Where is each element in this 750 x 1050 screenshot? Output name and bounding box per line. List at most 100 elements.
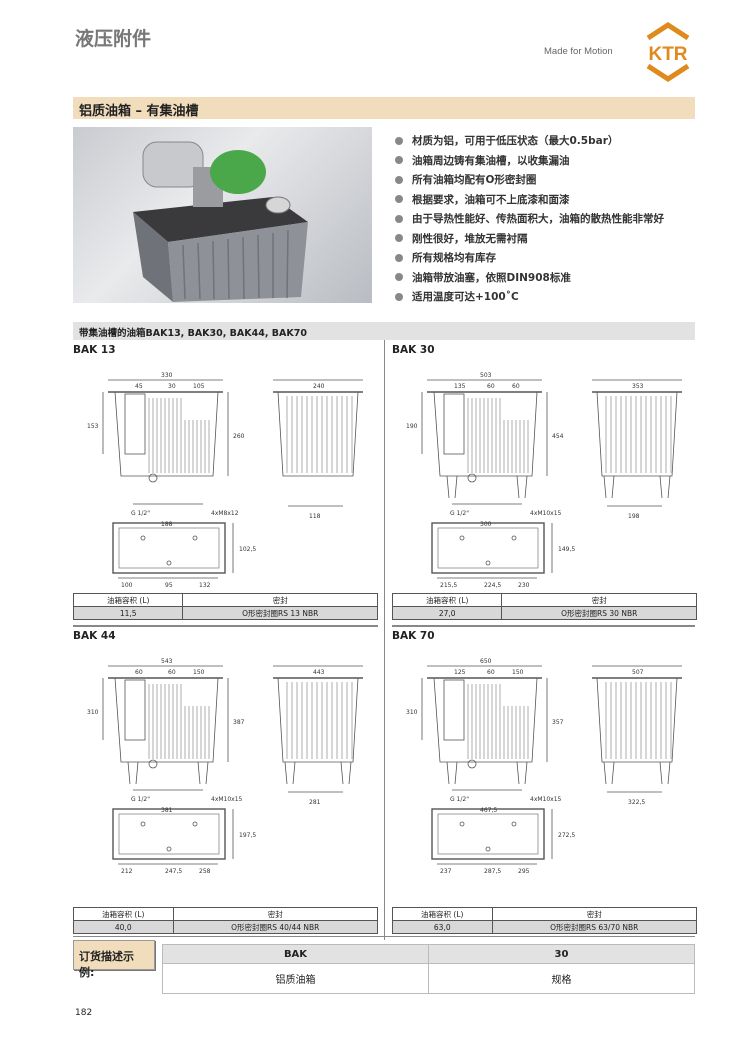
dimension-label: 60 — [512, 383, 520, 390]
tagline: Made for Motion — [544, 46, 613, 57]
bullet-icon — [395, 136, 403, 145]
dimension-label: 650 — [480, 658, 492, 665]
ktr-logo: KTR — [646, 22, 690, 82]
dimension-label: 381 — [161, 807, 173, 814]
feature-item: 材质为铝，可用于低压状态（最大0.5bar） — [395, 131, 695, 151]
dimension-label: 310 — [406, 709, 418, 716]
dimension-label: 198 — [628, 513, 640, 520]
feature-item: 所有规格均有库存 — [395, 248, 695, 268]
order-example-label: 订货描述示例: — [73, 940, 155, 979]
feature-item: 油箱带放油塞，依照DIN908标准 — [395, 268, 695, 288]
dimension-label: 4xM10x15 — [530, 510, 562, 517]
dimension-label: 230 — [518, 582, 530, 589]
dimension-label: 287,5 — [484, 868, 501, 875]
dimension-label: 149,5 — [558, 546, 575, 553]
dimension-label: 330 — [161, 372, 173, 379]
volume-header: 油箱容积 (L) — [391, 593, 503, 607]
bullet-icon — [395, 175, 403, 184]
seal-value: O形密封圈RS 40/44 NBR — [172, 920, 378, 934]
dimension-label: 197,5 — [239, 832, 256, 839]
seal-header: 密封 — [182, 593, 378, 607]
dimension-label: 60 — [487, 383, 495, 390]
feature-item: 所有油箱均配有O形密封圈 — [395, 170, 695, 190]
volume-value: 11,5 — [72, 606, 184, 620]
page-title: 液压附件 — [75, 28, 152, 50]
feature-text: 所有油箱均配有O形密封圈 — [412, 174, 537, 187]
bullet-icon — [395, 156, 403, 165]
dimension-label: 357 — [552, 719, 564, 726]
dimension-label: 135 — [454, 383, 466, 390]
order-desc-type: 铝质油箱 — [162, 963, 429, 994]
dimension-label: 125 — [454, 669, 466, 676]
bullet-icon — [395, 253, 403, 262]
bullet-icon — [395, 292, 403, 301]
page-number: 182 — [75, 1008, 93, 1018]
dimension-label: 102,5 — [239, 546, 256, 553]
order-desc-size: 规格 — [428, 963, 695, 994]
model-label: BAK 30 — [392, 344, 435, 356]
drawings-title: 带集油槽的油箱BAK13, BAK30, BAK44, BAK70 — [73, 322, 695, 340]
divider — [73, 625, 378, 627]
section-title: 铝质油箱 – 有集油槽 — [73, 97, 695, 119]
seal-header: 密封 — [491, 907, 697, 921]
dimension-label: 237 — [440, 868, 452, 875]
seal-value: O形密封圈RS 30 NBR — [501, 606, 697, 620]
feature-item: 适用温度可达+100˚C — [395, 287, 695, 307]
dimension-label: 258 — [199, 868, 211, 875]
dimension-label: 30 — [168, 383, 176, 390]
seal-value: O形密封圈RS 13 NBR — [182, 606, 378, 620]
dimension-label: 353 — [632, 383, 644, 390]
feature-text: 油箱周边铸有集油槽，以收集漏油 — [412, 154, 570, 167]
dimension-label: 118 — [309, 513, 321, 520]
dimension-label: 215,5 — [440, 582, 457, 589]
volume-header: 油箱容积 (L) — [72, 593, 184, 607]
dimension-label: 60 — [168, 669, 176, 676]
svg-text:KTR: KTR — [648, 44, 687, 65]
feature-text: 根据要求，油箱可不上底漆和面漆 — [412, 193, 570, 206]
dimension-label: G 1/2" — [131, 510, 150, 517]
dimension-label: 387 — [233, 719, 245, 726]
dimension-label: 105 — [193, 383, 205, 390]
feature-text: 材质为铝，可用于低压状态（最大0.5bar） — [412, 135, 619, 148]
column-divider — [384, 340, 385, 940]
dimension-label: 467,5 — [480, 807, 497, 814]
dimension-label: 272,5 — [558, 832, 575, 839]
feature-text: 油箱带放油塞，依照DIN908标准 — [412, 271, 571, 284]
divider — [73, 936, 695, 937]
dimension-label: 310 — [87, 709, 99, 716]
feature-text: 由于导热性能好、传热面积大，油箱的散热性能非常好 — [412, 213, 664, 226]
dimension-label: 212 — [121, 868, 133, 875]
bullet-icon — [395, 234, 403, 243]
feature-text: 所有规格均有库存 — [412, 252, 496, 265]
volume-header: 油箱容积 (L) — [73, 907, 174, 921]
dimension-label: 260 — [233, 433, 245, 440]
bullet-icon — [395, 195, 403, 204]
dimension-label: 4xM10x15 — [530, 796, 562, 803]
seal-header: 密封 — [501, 593, 697, 607]
dimension-label: 224,5 — [484, 582, 501, 589]
dimension-label: 4xM10x15 — [211, 796, 243, 803]
model-label: BAK 70 — [392, 630, 435, 642]
dimension-label: 247,5 — [165, 868, 182, 875]
dimension-label: 443 — [313, 669, 325, 676]
volume-header: 油箱容积 (L) — [392, 907, 493, 921]
dimension-label: 300 — [480, 521, 492, 528]
feature-item: 根据要求，油箱可不上底漆和面漆 — [395, 190, 695, 210]
dimension-label: 454 — [552, 433, 564, 440]
dimension-label: 543 — [161, 658, 173, 665]
feature-item: 由于导热性能好、传热面积大，油箱的散热性能非常好 — [395, 209, 695, 229]
volume-value: 27,0 — [391, 606, 503, 620]
volume-value: 40,0 — [73, 920, 174, 934]
product-photo — [73, 127, 372, 303]
dimension-label: G 1/2" — [131, 796, 150, 803]
